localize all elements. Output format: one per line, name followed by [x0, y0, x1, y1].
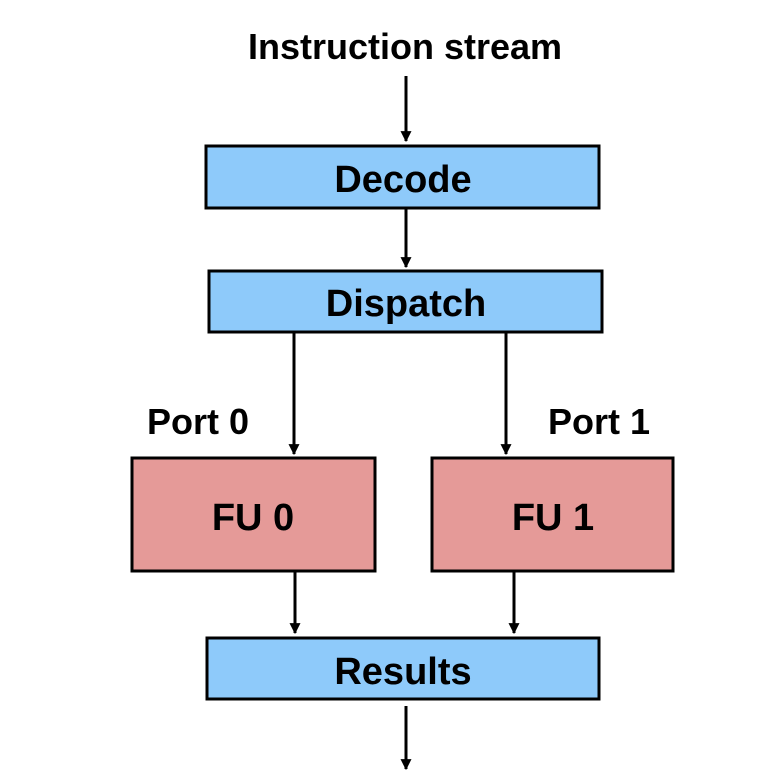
results-label: Results — [334, 651, 471, 693]
results-stage: Results — [205, 636, 601, 701]
decode-label: Decode — [334, 159, 471, 201]
fu1-unit: FU 1 — [430, 456, 675, 573]
dispatch-stage: Dispatch — [207, 269, 604, 334]
results-box — [205, 636, 601, 701]
diagram-title: Instruction stream — [248, 26, 562, 67]
decode-stage: Decode — [204, 144, 601, 210]
fu0-unit: FU 0 — [130, 456, 377, 573]
fu0-box — [130, 456, 377, 573]
port0-label: Port 0 — [147, 401, 249, 442]
dispatch-label: Dispatch — [326, 283, 486, 325]
port1-label: Port 1 — [548, 401, 650, 442]
decode-box — [204, 144, 601, 210]
fu0-label: FU 0 — [212, 497, 294, 539]
fu1-label: FU 1 — [512, 497, 594, 539]
dispatch-box — [207, 269, 604, 334]
fu1-box — [430, 456, 675, 573]
